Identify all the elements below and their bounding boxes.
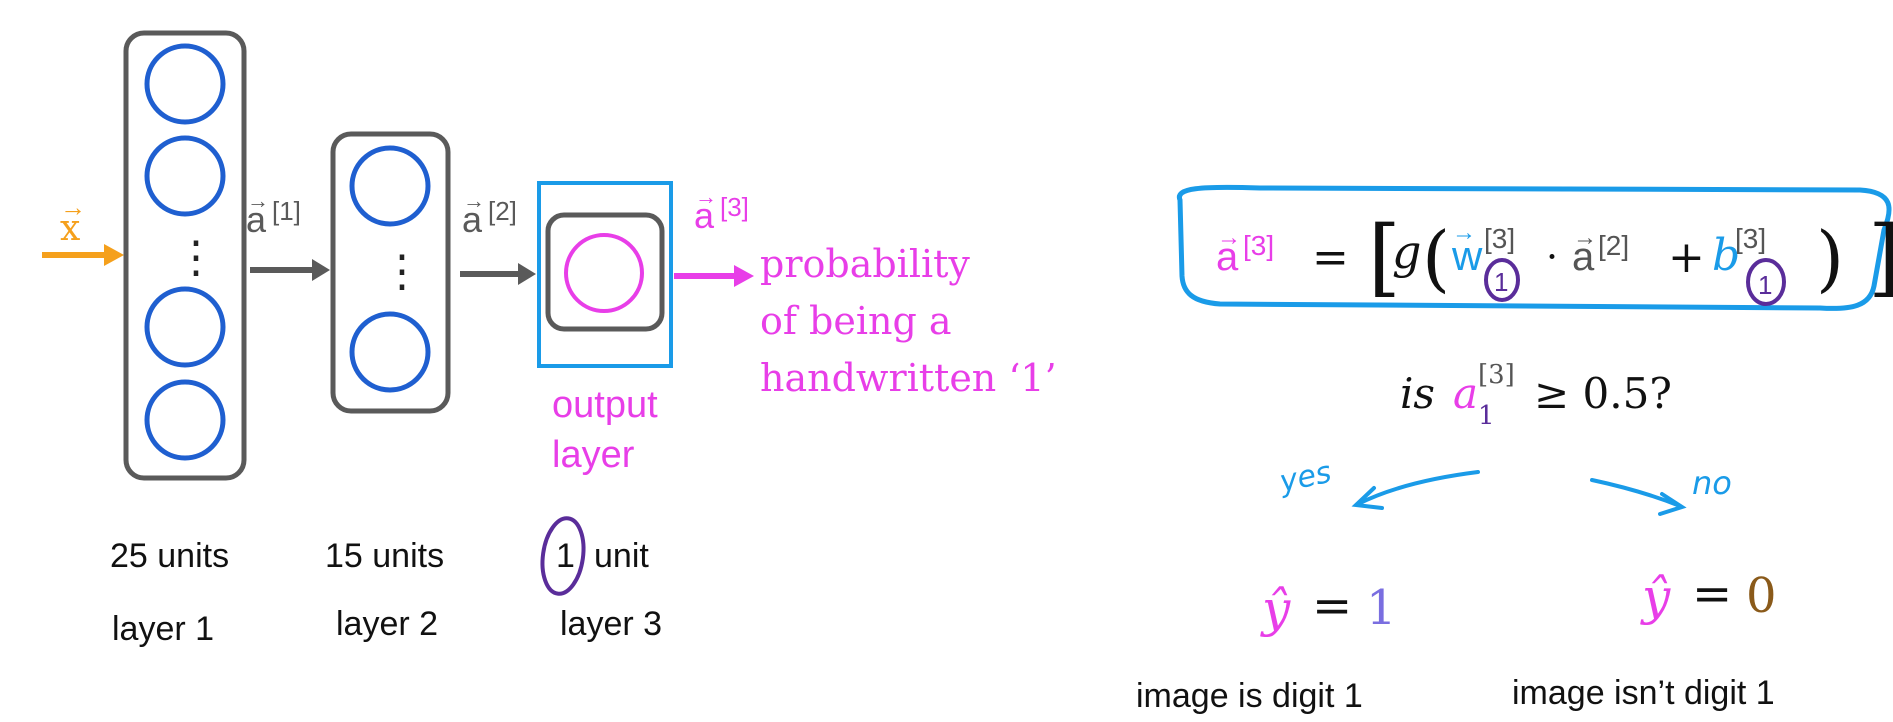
output-neuron — [564, 233, 644, 313]
layer-2-neuron — [349, 145, 431, 227]
probability-caption: probability of being a handwritten ‘1’ — [760, 242, 1057, 400]
eq-a2: a — [1572, 235, 1595, 279]
probability-line-3: handwritten ‘1’ — [760, 356, 1057, 400]
a3-vector-arrow: → — [695, 184, 717, 209]
a2-arrow-head — [518, 263, 536, 285]
activation-a2: a → [2] — [460, 188, 536, 285]
eq-plus: + — [1668, 232, 1705, 283]
input-x-vector-arrow: → — [60, 192, 86, 222]
layer-1-ellipsis: ⋮ — [174, 232, 218, 283]
a3-arrow-head — [734, 265, 754, 287]
eq-w: w — [1451, 232, 1483, 279]
eq-b-subscript-circle — [1746, 258, 1786, 306]
eq-open-bracket: [ — [1368, 208, 1401, 306]
layer-1-neuron — [144, 43, 226, 125]
branch-no-label: no — [1692, 464, 1732, 502]
eq-a2-superscript: [2] — [1598, 230, 1629, 261]
eq-w-subscript: 1 — [1494, 267, 1508, 297]
output-layer-label-2: layer — [552, 434, 635, 476]
result-yes-yhat: ŷ — [1260, 580, 1291, 638]
decision-branches: yes no — [1276, 455, 1732, 516]
layer-2-neuron — [349, 311, 431, 393]
branch-yes-arrow — [1356, 470, 1480, 506]
layer-1-units: 25 units — [110, 537, 229, 575]
decision-a: a — [1453, 369, 1478, 418]
branch-no-arrow-head — [1658, 492, 1687, 516]
branch-yes-label: yes — [1276, 455, 1335, 500]
eq-close-paren: ) — [1816, 216, 1844, 300]
layer-captions: 25 units layer 1 15 units layer 2 1 unit… — [110, 516, 662, 648]
branch-no-arrow — [1590, 478, 1682, 508]
layer-3-box: output layer — [537, 181, 673, 476]
a1-vector-arrow: → — [247, 188, 269, 213]
eq-b-subscript: 1 — [1758, 270, 1772, 300]
eq-lhs-superscript: [3] — [1243, 230, 1274, 261]
layer-2-frame — [330, 131, 451, 414]
decision-comparison: ≥ 0.5? — [1534, 369, 1672, 418]
layer-2-ellipsis: ⋮ — [380, 246, 424, 297]
probability-line-1: probability — [760, 242, 970, 286]
unit-count-circle-annotation — [540, 516, 586, 596]
layer-1-neuron — [144, 286, 226, 368]
output-layer-label-1: output — [552, 384, 658, 426]
eq-w-vector-arrow: → — [1452, 219, 1476, 246]
input-x-label: x — [60, 208, 80, 249]
result-yes-caption: image is digit 1 — [1136, 677, 1363, 715]
a3-name: a — [694, 195, 715, 236]
result-yes-equals: = — [1312, 578, 1352, 634]
decision-results: ŷ = 1 ŷ = 0 image is digit 1 image isn’t… — [1136, 566, 1777, 715]
layer-2-units: 15 units — [325, 537, 444, 575]
eq-open-paren: ( — [1422, 216, 1450, 300]
result-no-value: 0 — [1746, 568, 1777, 624]
a1-arrow-head — [312, 259, 330, 281]
eq-dot: · — [1546, 235, 1558, 279]
result-no-caption: image isn’t digit 1 — [1512, 674, 1775, 712]
eq-g: g — [1392, 225, 1421, 279]
equation-hand-drawn-outline — [1176, 184, 1892, 311]
result-no-yhat: ŷ — [1640, 568, 1671, 626]
layer-1-name: layer 1 — [112, 610, 214, 648]
layer-3-units-number: 1 — [556, 537, 575, 575]
decision-a-subscript: 1 — [1478, 401, 1495, 431]
output-layer-highlight — [537, 181, 673, 368]
layer-1-neuron — [144, 135, 226, 217]
a1-superscript: [1] — [272, 196, 301, 226]
layer-3-frame — [545, 212, 665, 332]
equation-block: a → [3] = [ g ( w → [3] 1 · a → [2] + b … — [1176, 184, 1893, 311]
layer-2-name: layer 2 — [336, 605, 438, 643]
eq-close-bracket: ] — [1868, 208, 1893, 306]
a1-name: a — [246, 199, 267, 240]
result-no-equals: = — [1692, 566, 1732, 622]
eq-b-superscript: [3] — [1735, 223, 1766, 254]
activation-a1: a → [1] — [246, 188, 330, 281]
eq-lhs-vector-arrow: → — [1217, 224, 1241, 251]
layer-2-box: ⋮ — [330, 131, 451, 414]
eq-b: b — [1712, 230, 1740, 281]
a2-name: a — [462, 199, 483, 240]
decision-a-superscript: [3] — [1478, 360, 1515, 390]
a3-superscript: [3] — [720, 192, 749, 222]
a2-superscript: [2] — [488, 196, 517, 226]
eq-a2-vector-arrow: → — [1573, 224, 1597, 251]
branch-yes-arrow-head — [1351, 486, 1384, 510]
layer-1-frame — [123, 30, 247, 481]
probability-line-2: of being a — [760, 299, 952, 343]
layer-1-neuron — [144, 379, 226, 461]
decision-is: is — [1400, 369, 1435, 418]
input-x: x → — [42, 192, 124, 266]
input-arrow-head — [104, 244, 124, 266]
decision-question: is a [3] 1 ≥ 0.5? — [1400, 360, 1672, 431]
layer-3-units-word: unit — [594, 537, 649, 575]
eq-w-subscript-circle — [1484, 258, 1520, 302]
layer-3-name: layer 3 — [560, 605, 662, 643]
a2-vector-arrow: → — [463, 188, 485, 213]
eq-lhs-a: a — [1216, 235, 1239, 279]
eq-w-superscript: [3] — [1484, 223, 1515, 254]
activation-a3: a → [3] — [674, 184, 754, 287]
layer-1-box: ⋮ — [123, 30, 247, 481]
eq-equals: = — [1312, 232, 1349, 283]
result-yes-value: 1 — [1366, 580, 1397, 636]
